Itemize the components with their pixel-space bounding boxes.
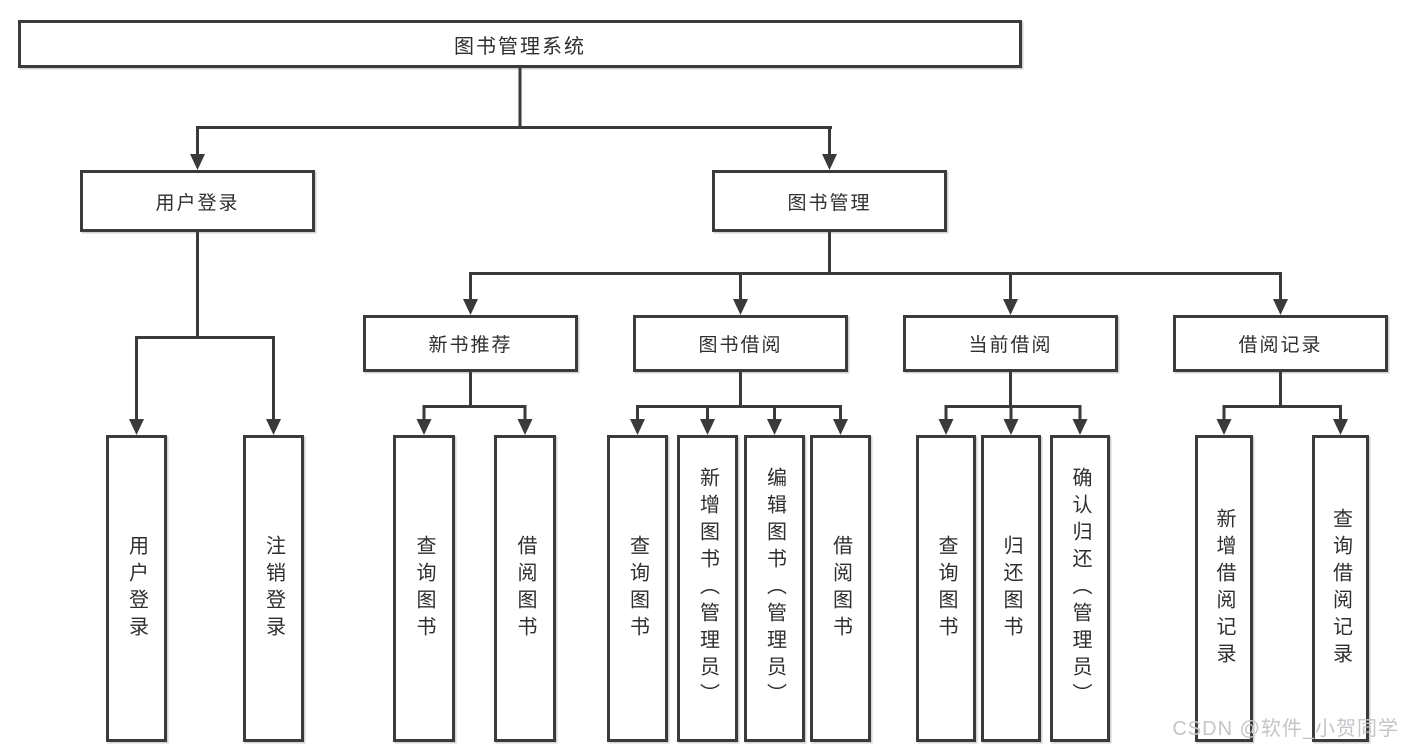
leaf-add-books-admin: 新增图书（管理员） [677, 435, 738, 742]
node-current-borrowing: 当前借阅 [903, 315, 1118, 372]
leaf-confirm-return-admin: 确认归还（管理员） [1050, 435, 1110, 742]
leaf-query-books-current: 查询图书 [916, 435, 976, 742]
leaf-query-books-borrowing: 查询图书 [607, 435, 668, 742]
csdn-watermark: CSDN @软件_小贺同学 [1172, 718, 1399, 740]
node-book-management: 图书管理 [712, 170, 947, 232]
connector-new-book-children [422, 372, 527, 421]
node-new-book-recommendation: 新书推荐 [363, 315, 578, 372]
leaf-add-borrow-record: 新增借阅记录 [1195, 435, 1253, 742]
leaf-edit-books-admin: 编辑图书（管理员） [744, 435, 805, 742]
connector-current-borrow-children [944, 372, 1082, 421]
arrowheads-user-login-children [129, 419, 281, 435]
leaf-borrow-books-recommend: 借阅图书 [494, 435, 556, 742]
connector-book-borrow-children [636, 372, 842, 421]
arrowheads-leaves [416, 419, 1348, 435]
leaf-borrow-books-borrowing: 借阅图书 [810, 435, 871, 742]
leaf-user-login: 用户登录 [106, 435, 167, 742]
arrowheads-level3 [463, 299, 1288, 315]
node-borrowing-records: 借阅记录 [1173, 315, 1388, 372]
node-user-login: 用户登录 [80, 170, 315, 232]
connector-root-to-level2 [196, 68, 832, 156]
leaf-query-books-recommend: 查询图书 [393, 435, 455, 742]
node-library-management-system: 图书管理系统 [18, 20, 1022, 68]
leaf-query-borrow-record: 查询借阅记录 [1312, 435, 1369, 742]
connector-user-login-children [135, 232, 275, 421]
arrowheads-level2 [190, 154, 837, 170]
connector-book-management-children [469, 232, 1282, 301]
leaf-logout-login: 注销登录 [243, 435, 304, 742]
connector-borrow-records-children [1222, 372, 1342, 421]
leaf-return-books: 归还图书 [981, 435, 1041, 742]
node-book-borrowing: 图书借阅 [633, 315, 848, 372]
